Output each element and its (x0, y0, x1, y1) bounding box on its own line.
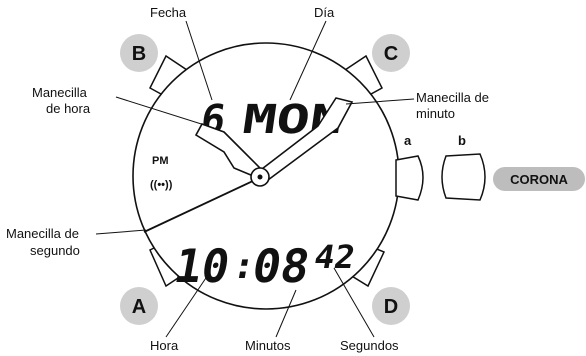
corona-badge (493, 167, 585, 191)
leader-dia (289, 20, 327, 101)
label-hour-hand-line1: Manecilla (32, 85, 88, 100)
signal-indicator: ((••)) (150, 179, 173, 191)
second-hand (143, 172, 271, 233)
button-c[interactable]: C (372, 34, 410, 72)
lcd-time: 10 : 08 42 (170, 238, 358, 293)
leader-hora (165, 271, 211, 338)
leader-second-hand (95, 229, 147, 235)
pm-indicator: PM (152, 155, 169, 167)
crown-position-a-label: a (404, 133, 412, 148)
label-segundos: Segundos (340, 338, 399, 353)
button-b-letter: B (132, 43, 146, 65)
lcd-seconds: 42 (311, 238, 358, 276)
crown-outer[interactable] (441, 153, 486, 201)
label-minute-hand-line2: minuto (416, 106, 455, 121)
label-hour-hand-line2: de hora (46, 101, 91, 116)
label-hora: Hora (150, 338, 179, 353)
label-minute-hand-line1: Manecilla de (416, 90, 489, 105)
leader-segundos (333, 267, 375, 338)
hand-hub-center (257, 174, 263, 180)
button-a-letter: A (132, 296, 146, 318)
label-second-hand-line2: segundo (30, 243, 80, 258)
button-c-letter: C (384, 43, 398, 65)
crown-position-b-label: b (458, 133, 466, 148)
lcd-hours: 10 (170, 239, 233, 293)
watch-hands (143, 97, 354, 233)
crown-assembly: a b CORONA (395, 133, 585, 201)
label-minutos: Minutos (245, 338, 291, 353)
lcd-minutes: 08 (248, 239, 313, 293)
leader-minutos (275, 289, 297, 338)
leader-lines (95, 20, 415, 338)
crown-inner[interactable] (395, 155, 424, 201)
leader-minute-hand (345, 98, 415, 105)
button-d-letter: D (384, 296, 398, 318)
label-fecha: Fecha (150, 5, 187, 20)
label-dia: Día (314, 5, 335, 20)
button-a[interactable]: A (120, 287, 158, 325)
button-d[interactable]: D (372, 287, 410, 325)
leader-hour-hand (115, 96, 215, 129)
button-b[interactable]: B (120, 34, 158, 72)
corona-label: CORONA (510, 172, 568, 187)
label-second-hand-line1: Manecilla de (6, 226, 79, 241)
leader-fecha (185, 20, 213, 101)
